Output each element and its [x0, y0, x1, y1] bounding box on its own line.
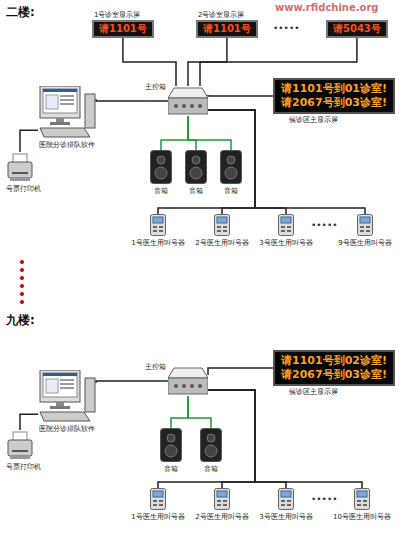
node-text: 请1101号 — [99, 23, 147, 35]
control-box-icon — [168, 366, 208, 396]
caller-icon — [278, 214, 294, 236]
doctor-caller: 1号医生用叫号器 — [150, 488, 166, 510]
room-display: 2号诊室显示屏请1101号 — [196, 20, 258, 38]
cable — [208, 95, 273, 96]
cable — [208, 110, 286, 214]
cable — [208, 110, 365, 214]
ellipsis: ••••• — [311, 494, 338, 504]
node-text: 音箱 — [154, 186, 168, 196]
node-text: 请1101号 — [203, 23, 251, 35]
node-text: 2号医生用叫号器 — [195, 238, 248, 248]
speaker: 音箱 — [200, 428, 222, 462]
speaker: 音箱 — [185, 150, 207, 184]
cable — [171, 396, 188, 428]
control-box: 主控箱 — [168, 86, 208, 116]
node-text: 主控箱 — [145, 362, 166, 372]
watermark: www.rfidchine.org — [275, 2, 379, 13]
node-text: 3号医生用叫号器 — [259, 238, 312, 248]
cable — [208, 368, 273, 375]
cable — [96, 381, 168, 383]
node-text: 音箱 — [224, 186, 238, 196]
cable — [188, 116, 196, 150]
caller-icon — [214, 214, 230, 236]
node-text: 1号诊室显示屏 — [94, 10, 140, 20]
computer-icon — [38, 86, 96, 138]
node-text: 2号医生用叫号器 — [195, 512, 248, 522]
cable — [123, 38, 176, 86]
speaker-icon — [200, 428, 222, 462]
main-display: 请1101号到01诊室!请2067号到03诊室!候诊区主显示屏 — [273, 78, 395, 114]
floor-title: 二楼: — [6, 4, 35, 21]
cable — [20, 130, 38, 152]
node-text: 1号医生用叫号器 — [131, 238, 184, 248]
printer-icon — [6, 152, 34, 182]
caller-icon — [214, 488, 230, 510]
doctor-caller: 2号医生用叫号器 — [214, 214, 230, 236]
caller-icon — [150, 488, 166, 510]
node-text: 候诊区主显示屏 — [289, 115, 338, 125]
node-text: 9号医生用叫号器 — [338, 238, 391, 248]
speaker-icon — [220, 150, 242, 184]
control-box: 主控箱 — [168, 366, 208, 396]
caller-icon — [150, 214, 166, 236]
node-text: 1号医生用叫号器 — [131, 512, 184, 522]
node-text: 10号医生用叫号器 — [333, 512, 391, 522]
node-text: 主控箱 — [145, 82, 166, 92]
doctor-caller: 9号医生用叫号器 — [357, 214, 373, 236]
ticket-printer: 号票打印机 — [6, 152, 34, 182]
cable — [188, 396, 211, 428]
control-box-icon — [168, 86, 208, 116]
node-text: 音箱 — [204, 464, 218, 474]
room-display: 1号诊室显示屏请1101号 — [92, 20, 154, 38]
cable — [96, 99, 168, 101]
doctor-caller: 3号医生用叫号器 — [278, 214, 294, 236]
cable — [208, 390, 362, 488]
speaker-icon — [160, 428, 182, 462]
cable — [208, 390, 255, 488]
caller-icon — [354, 488, 370, 510]
main-display: 请1101号到02诊室!请2067号到03诊室!候诊区主显示屏 — [273, 350, 395, 386]
speaker: 音箱 — [150, 150, 172, 184]
speaker-icon — [185, 150, 207, 184]
node-text: 医院分诊排队软件 — [39, 140, 95, 150]
floor-title: 九楼: — [6, 312, 35, 329]
cable — [208, 110, 255, 214]
doctor-caller: 10号医生用叫号器 — [354, 488, 370, 510]
node-text: 请1101号到02诊室! — [281, 354, 387, 368]
node-text: 请2067号到03诊室! — [281, 96, 387, 110]
node-text: 医院分诊排队软件 — [39, 424, 95, 434]
computer: 医院分诊排队软件 — [38, 86, 96, 138]
computer-icon — [38, 370, 96, 422]
speaker-icon — [150, 150, 172, 184]
printer-icon — [6, 430, 34, 460]
node-text: 请2067号到03诊室! — [281, 368, 387, 382]
room-display: 请5043号 — [326, 20, 388, 38]
speaker: 音箱 — [220, 150, 242, 184]
doctor-caller: 3号医生用叫号器 — [278, 488, 294, 510]
cable — [158, 390, 255, 488]
node-text: 请5043号 — [333, 23, 381, 35]
node-text: 请1101号到01诊室! — [281, 82, 387, 96]
node-text: 2号诊室显示屏 — [198, 10, 244, 20]
cable — [161, 116, 188, 150]
cable — [188, 116, 231, 150]
caller-icon — [357, 214, 373, 236]
node-text: 音箱 — [164, 464, 178, 474]
computer: 医院分诊排队软件 — [38, 370, 96, 422]
doctor-caller: 1号医生用叫号器 — [150, 214, 166, 236]
cable — [158, 110, 255, 214]
node-text: 号票打印机 — [6, 462, 41, 472]
ellipsis: ••••• — [273, 23, 300, 33]
node-text: 号票打印机 — [6, 184, 41, 194]
node-text: 3号医生用叫号器 — [259, 512, 312, 522]
caller-icon — [278, 488, 294, 510]
ticket-printer: 号票打印机 — [6, 430, 34, 460]
node-text: 候诊区主显示屏 — [289, 387, 338, 397]
node-text: 音箱 — [189, 186, 203, 196]
speaker: 音箱 — [160, 428, 182, 462]
ellipsis: ••••• — [311, 220, 338, 230]
doctor-caller: 2号医生用叫号器 — [214, 488, 230, 510]
cable — [20, 414, 38, 430]
